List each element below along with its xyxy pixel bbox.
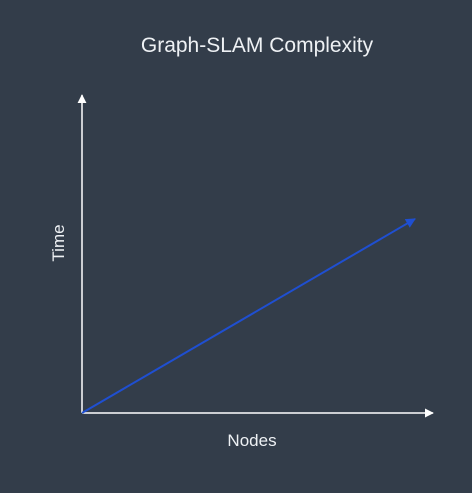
chart-title: Graph-SLAM Complexity xyxy=(141,34,374,57)
y-axis-label: Time xyxy=(49,224,68,261)
series-line-0 xyxy=(81,218,416,414)
series-layer xyxy=(81,218,416,414)
x-axis-label: Nodes xyxy=(227,431,276,450)
